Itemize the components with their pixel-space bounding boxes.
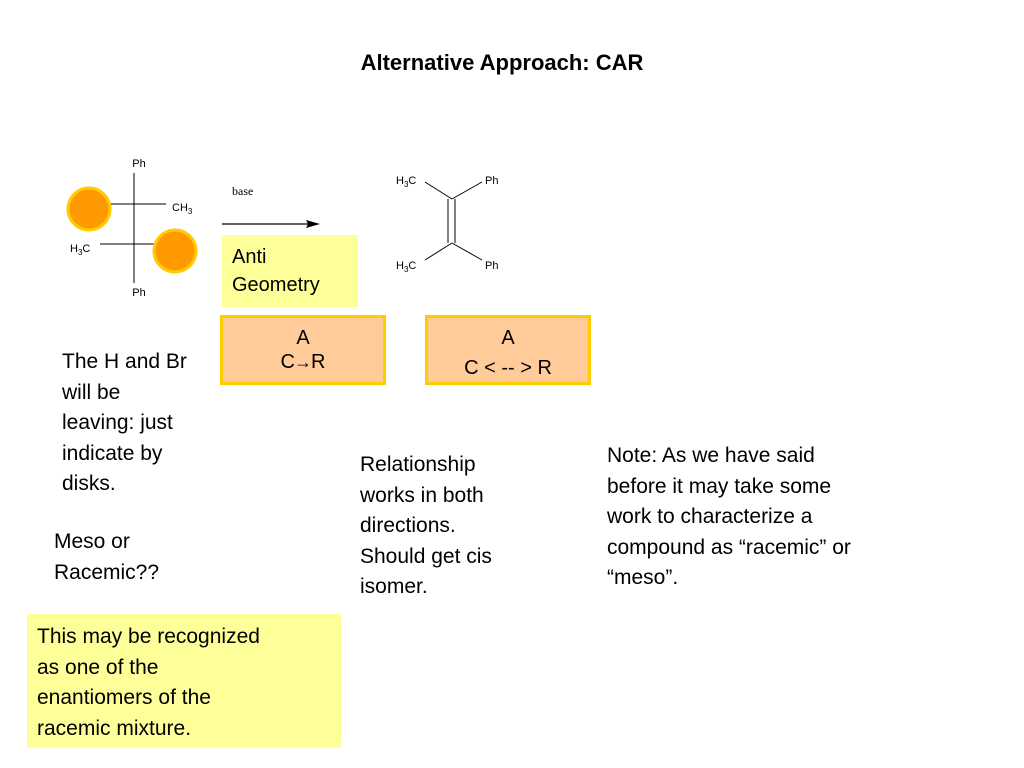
- product-bottom-right-group: Ph: [485, 260, 498, 272]
- text-line: Should get cis: [360, 544, 492, 568]
- text-line: Racemic??: [54, 560, 160, 584]
- bond-top-left: [424, 181, 453, 200]
- reactant-fischer-projection: Ph CH3 H3C Ph: [66, 158, 198, 299]
- text-line: Relationship: [360, 453, 476, 476]
- config-box-bidirectional-top: A: [501, 327, 515, 349]
- text-line: Meso or: [54, 530, 130, 553]
- text-line: Note: As we have said: [607, 444, 815, 467]
- product-bottom-left-group: H3C: [396, 260, 416, 274]
- arrow-head: [306, 220, 320, 228]
- text-line: works in both: [360, 483, 484, 507]
- config-box-forward: A C→R: [220, 315, 386, 385]
- text-line: as one of the: [37, 655, 159, 679]
- product-top-left-group: H3C: [396, 175, 416, 189]
- config-box-bidirectional: A C < -- > R: [425, 315, 591, 385]
- bond-bottom-right: [451, 242, 483, 261]
- text-line: racemic mixture.: [37, 716, 192, 740]
- right-arrow-icon: →: [294, 352, 312, 372]
- bond-bottom-left: [424, 242, 453, 261]
- text-line: compound as “racemic” or: [607, 535, 851, 559]
- reaction-diagram: Ph CH3 H3C Ph base H3C Ph H3C Ph: [66, 158, 498, 299]
- text-line: This may be recognized: [37, 625, 260, 648]
- config-box-forward-top: A: [296, 327, 310, 349]
- text-line: “meso”.: [607, 566, 679, 589]
- text-line: enantiomers of the: [37, 686, 211, 709]
- leaving-group-note: The H and Br will be leaving: just indic…: [62, 347, 222, 500]
- product-alkene: H3C Ph H3C Ph: [396, 175, 498, 274]
- text-line: The H and Br: [62, 350, 187, 373]
- config-box-forward-bottom: C→R: [280, 351, 326, 373]
- geometry-label-line: Geometry: [232, 274, 320, 296]
- text-line: isomer.: [360, 575, 428, 598]
- reactant-top-group: Ph: [132, 158, 145, 170]
- reagent-label: base: [232, 184, 253, 198]
- enantiomer-callout: This may be recognized as one of the ena…: [27, 614, 341, 748]
- text-line: will be: [62, 380, 121, 404]
- config-box-bidirectional-bottom: C < -- > R: [464, 357, 552, 379]
- text-line: leaving: just: [62, 411, 173, 434]
- reactant-right-group: CH3: [172, 202, 193, 216]
- meso-or-racemic-question: Meso or Racemic??: [54, 527, 214, 588]
- text-line: directions.: [360, 514, 456, 537]
- relationship-note: Relationship works in both directions. S…: [360, 450, 540, 603]
- reactant-left-group: H3C: [70, 243, 90, 257]
- bond-top-right: [451, 181, 483, 200]
- reaction-arrow: base: [222, 184, 320, 228]
- text-line: indicate by: [62, 441, 163, 465]
- racemic-meso-note: Note: As we have said before it may take…: [607, 441, 917, 594]
- reactant-bottom-group: Ph: [132, 287, 145, 299]
- text-line: before it may take some: [607, 474, 832, 498]
- leaving-group-disk-lower-right: [152, 228, 198, 274]
- product-top-right-group: Ph: [485, 175, 498, 187]
- text-line: work to characterize a: [607, 505, 813, 528]
- text-line: disks.: [62, 472, 116, 495]
- anti-geometry-label: Anti Geometry: [222, 235, 358, 307]
- leaving-group-disk-upper-left: [66, 186, 112, 232]
- anti-label-line: Anti: [232, 246, 267, 268]
- slide-title: Alternative Approach: CAR: [360, 50, 644, 75]
